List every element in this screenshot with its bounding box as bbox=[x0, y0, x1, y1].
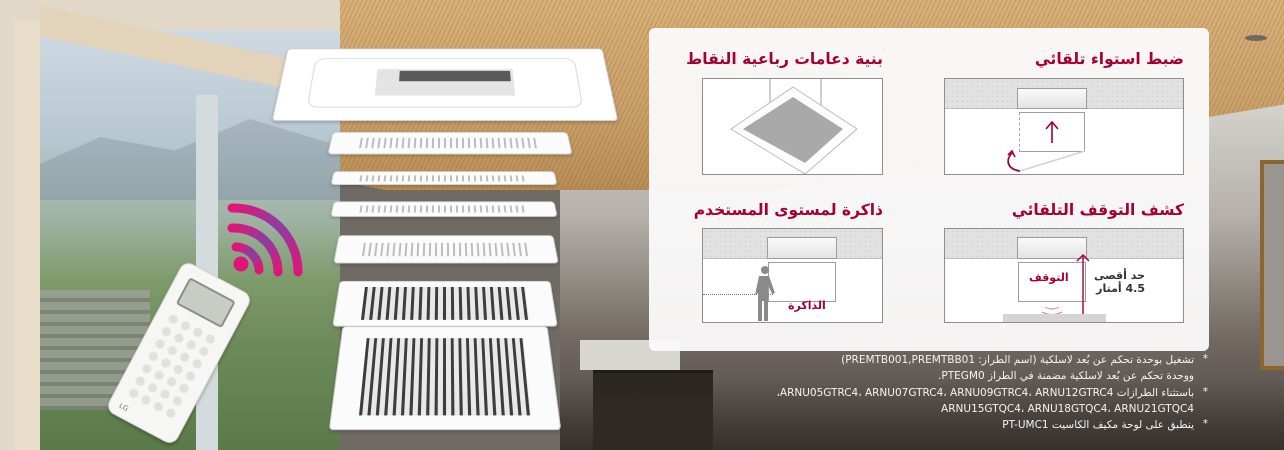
ceiling-downlight bbox=[1245, 35, 1267, 41]
height-arrow-icon bbox=[1076, 254, 1090, 322]
wifi-signal-icon bbox=[227, 203, 303, 277]
arrow-up-icon bbox=[1045, 120, 1059, 143]
feature-title: ضبط استواء تلقائي bbox=[1034, 50, 1184, 68]
footnote-marker: * bbox=[1202, 418, 1208, 431]
cassette-indoor-unit bbox=[271, 48, 619, 122]
unit-housing bbox=[1017, 237, 1087, 259]
elevating-panel bbox=[768, 262, 836, 302]
user-memory-diagram: الذاكرة bbox=[702, 228, 883, 323]
cassette-front-grill bbox=[328, 326, 562, 431]
filter-pattern bbox=[360, 286, 530, 321]
max-distance-line1: حد أقصى bbox=[1093, 269, 1145, 282]
cassette-filter-layer bbox=[332, 280, 558, 327]
feature-title: ذاكرة لمستوى المستخدم bbox=[693, 201, 883, 219]
footnote-3-line1: ينطبق على لوحة مكيف الكاسيت PT-UMC1 bbox=[1002, 419, 1194, 432]
person-icon bbox=[755, 266, 775, 321]
footnotes: * تشغيل بوحدة تحكم عن بُعد لاسلكية (اسم … bbox=[700, 352, 1209, 433]
cassette-layer-2 bbox=[330, 171, 558, 186]
rotate-arrow-icon bbox=[1007, 149, 1086, 172]
feature-title: بنية دعامات رباعية النقاط bbox=[686, 50, 883, 68]
memory-label: الذاكرة bbox=[788, 299, 826, 312]
footnote-1-line2: ووحدة تحكم عن بُعد لاسلكية مضمنة في الطر… bbox=[938, 370, 1194, 383]
footnote-2-line1: باستثناء الطرازات ARNU05GTRC4، ARNU07GTR… bbox=[776, 386, 1195, 399]
footnote-marker: * bbox=[1202, 385, 1208, 398]
wall-mirror bbox=[1260, 160, 1284, 370]
feature-auto-stop-detection: كشف التوقف التلقائي التوقف حد أقصى 4.5 أ… bbox=[944, 201, 1184, 351]
floor-surface bbox=[1003, 314, 1106, 322]
floor-shadow bbox=[560, 380, 1284, 450]
lg-logo: LG bbox=[117, 401, 130, 414]
feature-auto-elevation: ضبط استواء تلقائي bbox=[944, 50, 1184, 200]
footnote-2: * باستثناء الطرازات ARNU05GTRC4، ARNU07G… bbox=[700, 385, 1209, 418]
max-distance-value: 4.5 أمتار bbox=[1096, 282, 1145, 295]
feature-title: كشف التوقف التلقائي bbox=[1011, 201, 1184, 219]
features-panel: ضبط استواء تلقائي بنية دعامات رباعية الن… bbox=[649, 28, 1209, 351]
footnote-marker: * bbox=[1202, 353, 1208, 365]
unit-panel-slot bbox=[399, 71, 511, 81]
feature-user-level-memory: ذاكرة لمستوى المستخدم الذاكرة bbox=[694, 201, 883, 351]
window-pillar bbox=[14, 20, 40, 450]
elevating-panel bbox=[1018, 262, 1086, 302]
grill-pattern bbox=[359, 205, 529, 213]
elevating-panel bbox=[1019, 112, 1085, 152]
footnote-2-line2: ARNU15GTQC4، ARNU18GTQC4، ARNU21GTQC4 bbox=[941, 402, 1194, 415]
grill-pattern bbox=[358, 338, 532, 416]
feature-four-point-support: بنية دعامات رباعية النقاط bbox=[686, 50, 883, 200]
footnote-1-line1: تشغيل بوحدة تحكم عن بُعد لاسلكية (اسم ال… bbox=[841, 354, 1194, 366]
grill-pattern bbox=[362, 242, 530, 256]
suspended-panel-icon bbox=[730, 79, 858, 174]
grill-pattern bbox=[359, 174, 529, 182]
memory-level-line bbox=[703, 294, 773, 295]
grill-pattern bbox=[358, 137, 542, 149]
cassette-layer-1 bbox=[327, 131, 573, 155]
max-distance-label: حد أقصى 4.5 أمتار bbox=[1093, 269, 1145, 295]
unit-housing bbox=[767, 237, 837, 259]
unit-housing bbox=[1017, 88, 1087, 109]
cassette-layer-4 bbox=[333, 235, 559, 264]
cassette-layer-3 bbox=[330, 201, 558, 217]
auto-stop-diagram: التوقف حد أقصى 4.5 أمتار bbox=[944, 228, 1184, 323]
footnote-3: * ينطبق على لوحة مكيف الكاسيت PT-UMC1 bbox=[700, 417, 1208, 433]
auto-elevation-diagram bbox=[944, 78, 1184, 175]
footnote-1: * تشغيل بوحدة تحكم عن بُعد لاسلكية (اسم … bbox=[700, 352, 1208, 385]
four-point-support-diagram bbox=[702, 78, 883, 175]
stop-label: التوقف bbox=[1029, 271, 1069, 284]
